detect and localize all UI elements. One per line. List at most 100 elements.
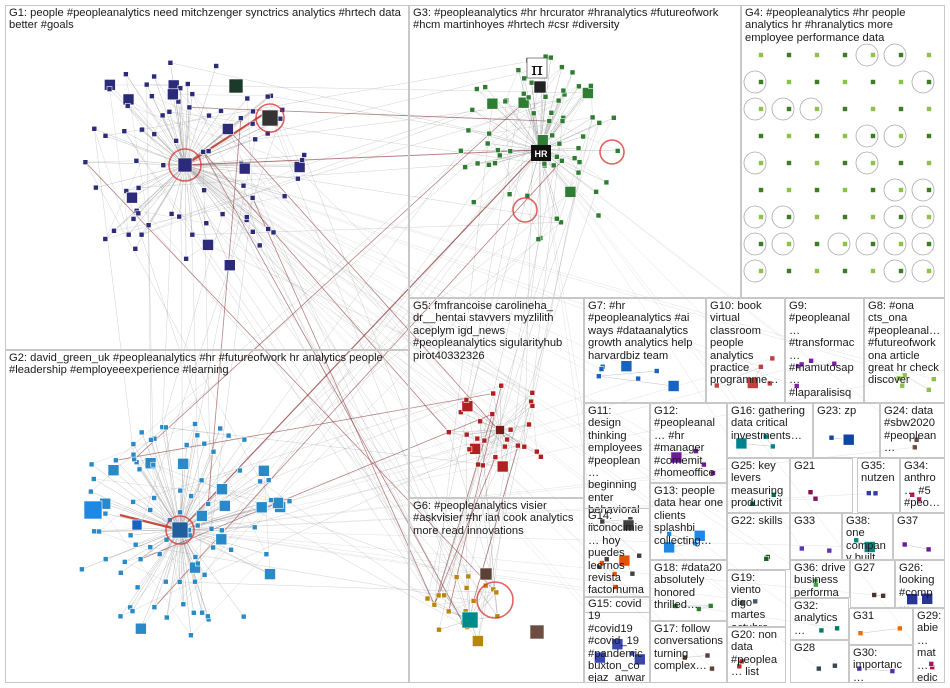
network-node (554, 154, 560, 160)
group-g20: G20: non data #peoplea… list (727, 627, 786, 683)
network-node (870, 160, 876, 166)
edge (477, 429, 501, 465)
network-node (611, 571, 618, 577)
edge (669, 533, 696, 544)
edge (482, 429, 501, 466)
group-label: G8: #ona cts_ona #peopleanal… #futureofw… (868, 300, 941, 387)
network-node (898, 133, 904, 139)
network-node (147, 544, 154, 551)
group-label: G22: skills (731, 515, 783, 527)
network-node (758, 106, 764, 112)
network-node (130, 499, 136, 505)
network-node (222, 123, 234, 135)
network-node (465, 573, 472, 580)
edge (505, 101, 553, 136)
edge (113, 196, 285, 231)
edge (140, 529, 181, 629)
self-loop (911, 70, 935, 94)
network-node (842, 133, 848, 139)
network-node (225, 432, 232, 439)
group-label: G4: #peopleanalytics #hr people analytic… (745, 7, 909, 44)
network-node (445, 608, 452, 615)
group-g30: G30: importanc… (849, 645, 913, 683)
group-label: G28 (794, 642, 816, 654)
network-node (218, 108, 224, 114)
network-node (486, 97, 499, 110)
network-node (713, 382, 720, 389)
edge (207, 244, 533, 394)
network-node (490, 586, 497, 593)
network-node (240, 613, 247, 620)
group-label: G5: fmfrancoise carolineha_ dr__hentai s… (413, 300, 566, 362)
edge (179, 149, 541, 531)
network-node (130, 216, 137, 222)
edge (99, 531, 196, 568)
network-node (495, 147, 501, 153)
edge (532, 121, 563, 393)
network-node (758, 79, 764, 85)
group-g9: G9: #peopleanal… #transformac… #mamutosa… (785, 298, 864, 403)
network-node (203, 220, 210, 226)
edge (150, 439, 181, 531)
network-node (83, 500, 103, 520)
edge (524, 113, 534, 447)
edge (138, 163, 478, 189)
network-node (117, 613, 124, 620)
self-loop (883, 124, 907, 148)
network-node (815, 665, 822, 672)
network-node (123, 71, 129, 77)
network-node (171, 521, 189, 539)
network-node (458, 148, 464, 154)
network-node (526, 421, 532, 428)
network-node (436, 626, 442, 633)
group-g5: G5: fmfrancoise carolineha_ dr__hentai s… (409, 298, 584, 498)
edge (127, 105, 498, 617)
group-g8: G8: #ona cts_ona #peopleanal… #futureofw… (864, 298, 945, 403)
network-node (926, 106, 932, 112)
network-node (814, 241, 820, 247)
edge (539, 149, 917, 440)
edge (178, 101, 186, 166)
edge (85, 161, 494, 590)
network-node (758, 52, 764, 58)
network-node (93, 184, 99, 191)
network-node (472, 635, 484, 647)
network-node (264, 130, 271, 137)
edge (466, 143, 560, 588)
network-node (205, 148, 212, 154)
network-node (469, 107, 476, 113)
network-node (281, 193, 288, 199)
edge (139, 118, 281, 528)
network-node (701, 461, 707, 468)
edge (477, 392, 533, 439)
network-node (629, 570, 636, 577)
edge (105, 503, 181, 531)
edge (179, 529, 244, 617)
edge (201, 480, 468, 628)
network-node (183, 442, 190, 448)
group-g13: G13: people data hear one clients splash… (650, 483, 727, 560)
network-node (901, 372, 908, 379)
network-node (549, 132, 556, 139)
network-node (167, 59, 174, 66)
network-node (564, 186, 577, 198)
edge (179, 498, 816, 531)
network-node (670, 451, 683, 464)
network-node (268, 497, 274, 503)
self-loop (855, 124, 879, 148)
network-node (681, 654, 688, 661)
edge (184, 164, 797, 387)
network-node (916, 496, 922, 503)
edge (859, 668, 893, 672)
network-node (148, 437, 154, 443)
network-node (257, 478, 263, 485)
network-node (219, 500, 231, 512)
network-node (525, 94, 532, 101)
group-label: G12: #peopleanal… #hr #manager #comemit … (654, 405, 715, 482)
self-loop (883, 205, 907, 229)
edge (466, 78, 525, 400)
network-node (135, 210, 142, 217)
group-label: G29: abie… mat… edic… mas… (917, 610, 942, 683)
edge (202, 151, 464, 623)
network-node (906, 593, 919, 605)
